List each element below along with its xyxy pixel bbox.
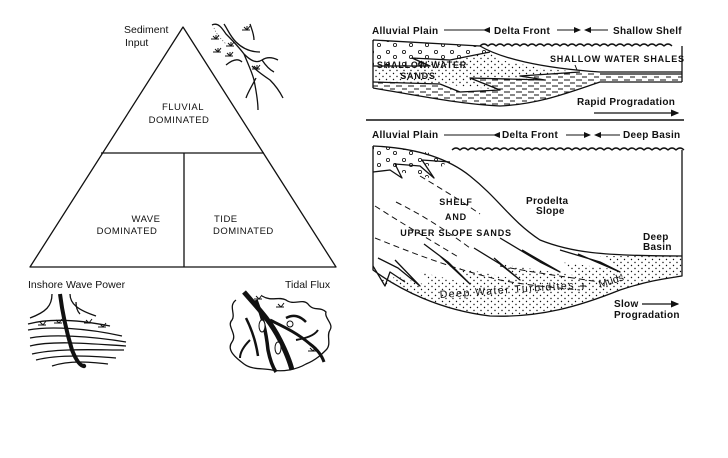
tide-label-line1: TIDE [214, 214, 238, 225]
top-header-delta-front: Delta Front [494, 26, 550, 37]
top-cross-section [372, 39, 683, 107]
shelf-label-line1: SHELF [439, 197, 473, 207]
bottom-header-alluvial-plain: Alluvial Plain [372, 130, 438, 141]
slow-progradation-line1: Slow [614, 299, 639, 310]
shallow-water-sands-line2: SANDS [400, 71, 436, 81]
deep-basin-label-line1: Deep [643, 232, 669, 243]
shelf-label-line2: AND [445, 212, 467, 222]
fluvial-label-line1: FLUVIAL [162, 102, 204, 113]
bottom-header-deep-basin: Deep Basin [623, 130, 680, 141]
top-header-alluvial-plain: Alluvial Plain [372, 26, 438, 37]
prodelta-label-line1: Prodelta [526, 196, 569, 207]
tide-delta-sketch-icon [229, 290, 332, 373]
apex-label-line2: Input [125, 37, 148, 49]
ternary-triangle [29, 26, 337, 268]
fluvial-label-line2: DOMINATED [149, 115, 210, 126]
wave-delta-sketch-icon [27, 293, 127, 369]
top-header-shallow-shelf: Shallow Shelf [613, 26, 682, 37]
bottom-header-delta-front: Delta Front [502, 130, 558, 141]
fluvial-delta-sketch-icon [211, 23, 284, 111]
wave-label-line2: DOMINATED [97, 226, 158, 237]
tidal-flux-label: Tidal Flux [285, 279, 331, 291]
shelf-label-line3: UPPER SLOPE SANDS [400, 228, 512, 238]
apex-label-line1: Sediment [124, 24, 168, 36]
rapid-progradation-label: Rapid Progradation [577, 97, 675, 108]
tide-label-line2: DOMINATED [213, 226, 274, 237]
water-surface-waves [479, 43, 673, 47]
water-surface-waves [451, 147, 685, 151]
slow-progradation-line2: Progradation [614, 310, 680, 321]
triangle-outline [29, 26, 337, 268]
bottom-cross-section [372, 145, 685, 317]
wave-label-line1: WAVE [132, 214, 161, 225]
inshore-wave-power-label: Inshore Wave Power [28, 279, 126, 291]
shallow-water-shales-label: SHALLOW WATER SHALES [550, 54, 685, 64]
deep-basin-label-line2: Basin [643, 242, 672, 253]
prodelta-label-line2: Slope [536, 206, 565, 217]
shallow-water-sands-line1: SHALLOW WATER [377, 60, 467, 70]
